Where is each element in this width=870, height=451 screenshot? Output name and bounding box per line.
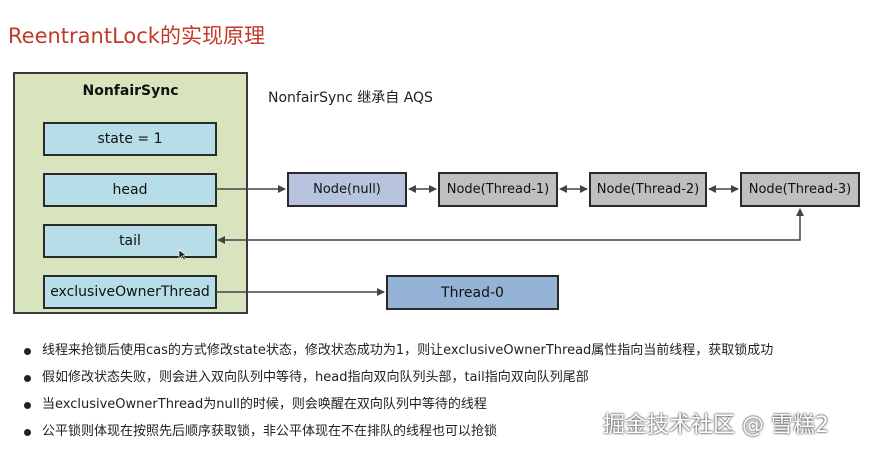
node-null: Node(null) [287,172,407,207]
list-item: 公平锁则体现在按照先后顺序获取锁，非公平体现在不在排队的线程也可以抢锁 [22,422,773,449]
nonfair-sync-title: NonfairSync [82,83,179,99]
tail-to-node-arrow [217,208,804,244]
bullet-icon [24,348,31,355]
list-item: 线程来抢锁后使用cas的方式修改state状态，修改状态成功为1，则让exclu… [22,341,773,368]
list-item: 假如修改状态失败，则会进入双向队列中等待，head指向双向队列头部，tail指向… [22,368,773,395]
list-item: 当exclusiveOwnerThread为null的时候，则会唤醒在双向队列中… [22,395,773,422]
head-field: head [43,173,217,207]
nonfair-sync-box: NonfairSync state = 1 head tail exclusiv… [13,72,248,314]
node-thread-3: Node(Thread-3) [740,172,860,207]
node-thread-2: Node(Thread-2) [589,172,707,207]
tail-field: tail [43,224,217,258]
bullet-icon [24,429,31,436]
thread-0-box: Thread-0 [386,275,559,310]
node-thread-1: Node(Thread-1) [438,172,558,207]
watermark: 掘金技术社区 @ 雪糕2 [603,413,829,438]
state-field: state = 1 [43,122,217,156]
inheritance-note: NonfairSync 继承自 AQS [268,90,433,106]
explanation-list: 线程来抢锁后使用cas的方式修改state状态，修改状态成功为1，则让exclu… [22,341,773,449]
bullet-icon [24,402,31,409]
bullet-icon [24,375,31,382]
mouse-cursor-icon [178,249,188,261]
page-title: ReentrantLock的实现原理 [8,24,265,48]
